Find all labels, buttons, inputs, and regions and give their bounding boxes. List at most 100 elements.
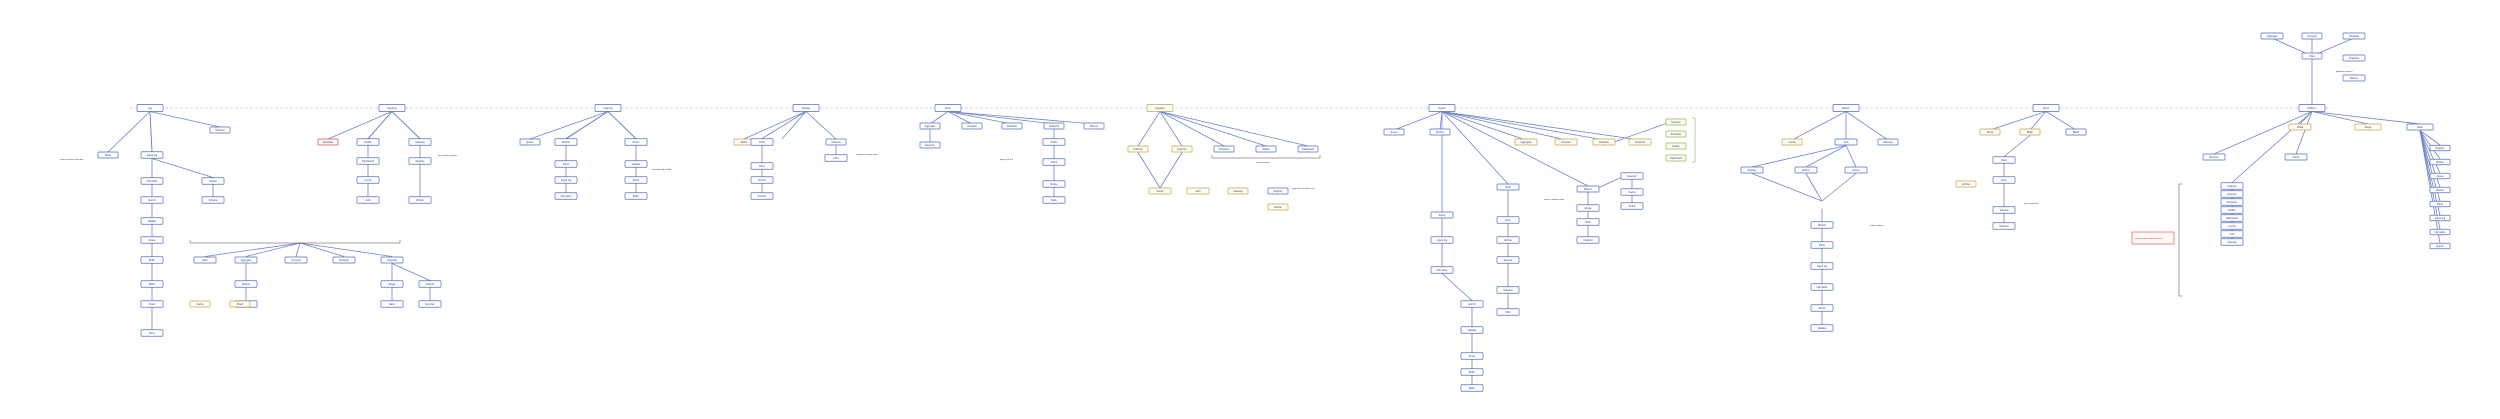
step-node[interactable]: Registry	[1267, 187, 1289, 195]
step-node[interactable]: Notifier	[1665, 142, 1687, 150]
step-node[interactable]: Validate	[140, 217, 164, 225]
step-node[interactable]: Gateway	[2220, 238, 2244, 246]
step-node[interactable]: Auth	[356, 196, 380, 204]
step-node[interactable]: Validate	[624, 160, 648, 168]
step-node[interactable]: Gateway	[1227, 187, 1249, 195]
step-node[interactable]: Exporter	[418, 300, 442, 308]
step-node[interactable]: Registry	[408, 157, 432, 165]
step-node[interactable]: Cache	[1620, 188, 1644, 196]
root-node-1[interactable]: Log	[136, 104, 164, 112]
step-node[interactable]: Rank	[380, 300, 404, 308]
step-node[interactable]: Monitor	[554, 138, 578, 146]
step-node[interactable]: Replicate	[1592, 138, 1616, 146]
step-node[interactable]: Tokenize	[209, 126, 231, 134]
step-node[interactable]: Enrich	[1460, 300, 1484, 308]
step-node[interactable]: Merge	[1042, 180, 1066, 188]
step-node[interactable]: Executor	[1620, 172, 1644, 180]
step-node[interactable]: Retry	[1496, 216, 1520, 224]
step-node[interactable]: Queue	[1844, 166, 1868, 174]
step-node[interactable]: Tokenize	[1992, 222, 2016, 230]
step-node[interactable]: Snapshot	[1043, 122, 1065, 130]
step-node[interactable]: Registry	[1740, 166, 1764, 174]
root-node-6[interactable]: Ingestion	[1146, 104, 1174, 112]
step-node[interactable]: Notifier	[2220, 206, 2244, 214]
step-node[interactable]: Gateway	[408, 138, 432, 146]
step-node[interactable]: Filter	[193, 256, 217, 264]
step-node[interactable]: Shard	[1620, 202, 1644, 210]
step-node[interactable]: Collector	[418, 280, 442, 288]
step-node[interactable]: Parse	[2429, 200, 2451, 208]
step-node[interactable]: Planner	[234, 280, 258, 288]
root-node-9[interactable]: Alerts	[2032, 104, 2060, 112]
step-node[interactable]: Parse	[1810, 241, 1834, 249]
root-node-5[interactable]: Query	[934, 104, 962, 112]
step-node[interactable]: Retry	[1992, 176, 2016, 184]
step-node[interactable]: Scheduler	[317, 138, 339, 146]
root-node-10[interactable]: Platform	[2298, 104, 2326, 112]
step-node[interactable]: Worker	[2429, 158, 2451, 166]
step-node[interactable]: Ingest log	[1810, 262, 1834, 270]
step-node[interactable]: Aggregate	[2260, 32, 2284, 40]
step-node[interactable]: Retry	[750, 162, 774, 170]
step-node[interactable]: Aggregate	[234, 256, 258, 264]
step-node[interactable]: Executor	[2202, 153, 2226, 161]
step-node[interactable]: Snapshot	[2342, 54, 2366, 62]
step-node[interactable]: Normalize	[1430, 266, 1454, 274]
step-node[interactable]: Parse	[97, 151, 119, 159]
root-node-4[interactable]: Storage	[792, 104, 820, 112]
step-node[interactable]: Rank	[1576, 218, 1600, 226]
step-node[interactable]: Monitor	[2429, 186, 2451, 194]
step-node[interactable]: Parse	[554, 160, 578, 168]
step-node[interactable]: Schema	[1496, 256, 1520, 264]
step-node[interactable]: Queue	[2429, 172, 2451, 180]
step-node[interactable]: Flush	[1992, 156, 2016, 164]
step-node[interactable]: Buffer	[140, 256, 164, 264]
step-node[interactable]: Enrich	[2429, 242, 2451, 250]
step-node[interactable]: Exporter	[1171, 145, 1193, 153]
step-node[interactable]: Dashboard	[1297, 145, 1319, 153]
root-node-8[interactable]: Metrics	[1832, 104, 1860, 112]
step-node[interactable]: Normalize	[2429, 228, 2451, 236]
step-node[interactable]: Route	[624, 176, 648, 184]
step-node[interactable]: Normalize	[1810, 283, 1834, 291]
step-node[interactable]: Compact	[1554, 138, 1578, 146]
step-node[interactable]: Merge	[1576, 204, 1600, 212]
step-node[interactable]: Aggregate	[1514, 138, 1538, 146]
step-node[interactable]: Monitor	[1429, 128, 1451, 136]
step-node[interactable]: Route	[1979, 128, 2001, 136]
step-node[interactable]: Replicate	[1001, 122, 1023, 130]
step-node[interactable]: Scheduler	[1213, 145, 1235, 153]
step-node[interactable]: Compact	[961, 122, 983, 130]
step-node[interactable]: Enrich	[140, 196, 164, 204]
step-node[interactable]: Config	[356, 176, 380, 184]
step-node[interactable]: Worker	[1267, 203, 1289, 211]
step-node[interactable]: Enrich	[1810, 304, 1834, 312]
step-node[interactable]: Tokenize	[825, 138, 847, 146]
step-node[interactable]: Ingest log	[1430, 236, 1454, 244]
step-node[interactable]: Planner	[2342, 74, 2366, 82]
step-node[interactable]: Cache	[1042, 138, 1066, 146]
step-node[interactable]: Config	[1148, 187, 1172, 195]
step-node[interactable]: Exporter	[1665, 118, 1687, 126]
step-node[interactable]: Batch	[2065, 128, 2087, 136]
step-node[interactable]: Shard	[1042, 158, 1066, 166]
step-node[interactable]: Retry	[140, 329, 164, 337]
step-node[interactable]: Worker	[1794, 166, 1818, 174]
step-node[interactable]: Config	[1781, 138, 1803, 146]
step-node[interactable]: Route	[1460, 352, 1484, 360]
step-node[interactable]: Batch	[140, 280, 164, 288]
step-node[interactable]: Planner	[1083, 122, 1105, 130]
step-node[interactable]: Snapshot	[1628, 138, 1652, 146]
step-node[interactable]: Auth	[1834, 138, 1858, 146]
step-node[interactable]: Ingest log	[2429, 214, 2451, 222]
step-node[interactable]: Filter	[824, 154, 848, 162]
step-node[interactable]: Scheduler	[2220, 198, 2244, 206]
step-node[interactable]: Auth	[2220, 230, 2244, 238]
step-node[interactable]: Queue	[1383, 128, 1405, 136]
step-node[interactable]: Collector	[1127, 145, 1149, 153]
step-node[interactable]: Archive	[1496, 236, 1520, 244]
step-node[interactable]: Filter	[2301, 52, 2323, 60]
step-node[interactable]: Registry	[2429, 144, 2451, 152]
step-node[interactable]: Flush	[140, 300, 164, 308]
step-node[interactable]: Ingest log	[140, 151, 164, 159]
